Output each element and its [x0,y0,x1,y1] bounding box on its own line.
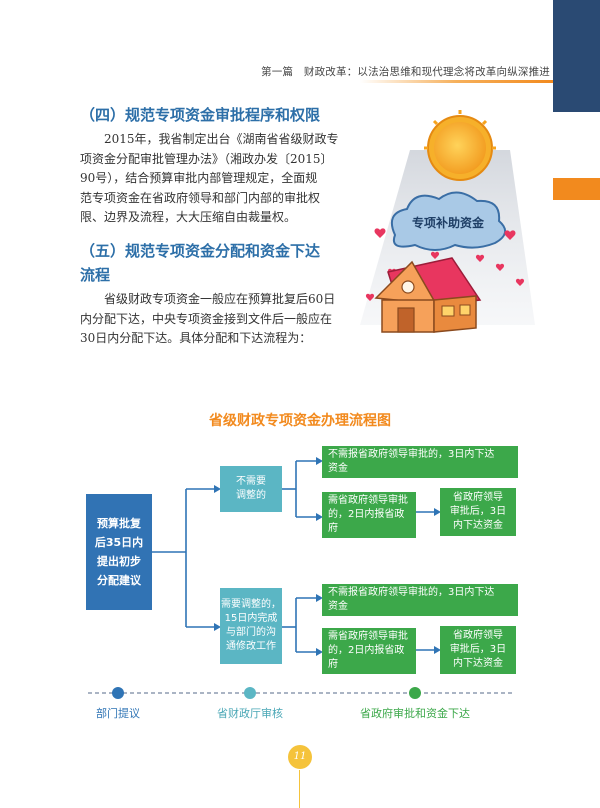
section5-heading-line1: （五）规范专项资金分配和资金下达 [80,242,321,260]
flow-bottom-review: 需省政府领导审批 的，2日内报省政府 [322,628,416,674]
section5-heading-line2: 流程 [80,266,111,284]
section4-line: 90号），结合预算审批内部管理规定，全面规 [80,171,318,185]
sun-icon [424,110,496,181]
flow-bottom-after-review: 省政府领导 审批后，3日 内下达资金 [440,626,516,674]
step-line: 需省政府领导审批 [328,495,408,506]
start-line: 预算批复 [97,517,141,530]
section5-line: 30日内分配下达。具体分配和下达流程为： [80,331,312,345]
step-line: 的，2日内报省政府 [328,509,405,534]
timeline-label-3: 省政府审批和资金下达 [360,707,470,720]
cloud-label: 专项补助资金 [412,215,485,230]
branch-line: 与部门的沟 [226,627,276,638]
step-line: 省政府领导 [453,492,503,503]
section4-paragraph: 2015年，我省制定出台《湖南省省级财政专 项资金分配审批管理办法》（湘政办发〔… [80,130,342,228]
timeline-label-1: 部门提议 [96,707,140,720]
section4-line: 范专项资金在省政府领导和部门内部的审批权 [80,190,321,205]
start-line: 后35日内 [94,536,144,549]
section4-heading: （四）规范专项资金审批程序和权限 [80,106,321,124]
page-number: 11 [288,745,312,769]
step-line: 资金 [328,463,348,474]
flow-start-box: 预算批复 后35日内 提出初步 分配建议 [86,494,152,610]
timeline-dot-2 [244,687,256,699]
section5-paragraph: 省级财政专项资金一般应在预算批复后60日 内分配下达，中央专项资金接到文件后一般… [80,290,342,349]
step-line: 内下达资金 [453,658,503,669]
section4-line: 限、边界及流程，大大压缩自由裁量权。 [80,210,297,224]
timeline-dot-1 [112,687,124,699]
illustration-sun-house: 专项补助资金 [360,110,535,333]
flow-top-review: 需省政府领导审批 的，2日内报省政府 [322,492,416,538]
section4-line: 2015年，我省制定出台《湖南省省级财政专 [104,132,339,146]
branch-line: 不需要 [236,476,266,487]
step-line: 不需报省政府领导审批的，3日内下达 [328,449,495,460]
step-line: 审批后，3日 [449,644,507,655]
section5-line: 省级财政专项资金一般应在预算批复后60日 [104,292,336,306]
step-line: 资金 [328,601,348,612]
flow-top-after-review: 省政府领导 审批后，3日 内下达资金 [440,488,516,536]
cloud-icon [391,191,506,251]
step-line: 需省政府领导审批 [328,631,408,642]
section4-line: 项资金分配审批管理办法》（湘政办发〔2015〕 [80,151,333,166]
branch-line: 通修改工作 [226,641,276,652]
running-header: 第一篇 财政改革：以法治思维和现代理念将改革向纵深推进 [261,66,550,78]
step-line: 不需报省政府领导审批的，3日内下达 [328,587,495,598]
flow-bottom-no-review: 不需报省政府领导审批的，3日内下达 资金 [322,584,518,616]
start-line: 提出初步 [97,555,141,568]
timeline-label-2: 省财政厅审核 [217,707,283,720]
branch-line: 15日内完成 [224,613,278,624]
side-tab-blue [553,0,600,112]
page-number-rule [299,770,300,808]
step-line: 内下达资金 [453,520,503,531]
step-line: 省政府领导 [453,630,503,641]
flow-branch-no-adjust: 不需要 调整的 [220,466,282,512]
branch-line: 需要调整的， [221,599,281,610]
step-line: 审批后，3日 [449,506,507,517]
flowchart-title: 省级财政专项资金办理流程图 [209,413,391,429]
flow-top-no-review: 不需报省政府领导审批的，3日内下达 资金 [322,446,518,478]
header-rule [360,80,553,83]
step-line: 的，2日内报省政府 [328,645,405,670]
timeline-dot-3 [409,687,421,699]
house-icon [374,257,482,333]
section5-line: 内分配下达，中央专项资金接到文件后一般应在 [80,311,333,326]
flow-branch-adjust: 需要调整的， 15日内完成 与部门的沟 通修改工作 [220,588,282,664]
section5-heading: （五）规范专项资金分配和资金下达 流程 [80,239,320,287]
start-line: 分配建议 [97,574,141,587]
branch-line: 调整的 [236,490,266,501]
side-tab-orange [553,178,600,200]
